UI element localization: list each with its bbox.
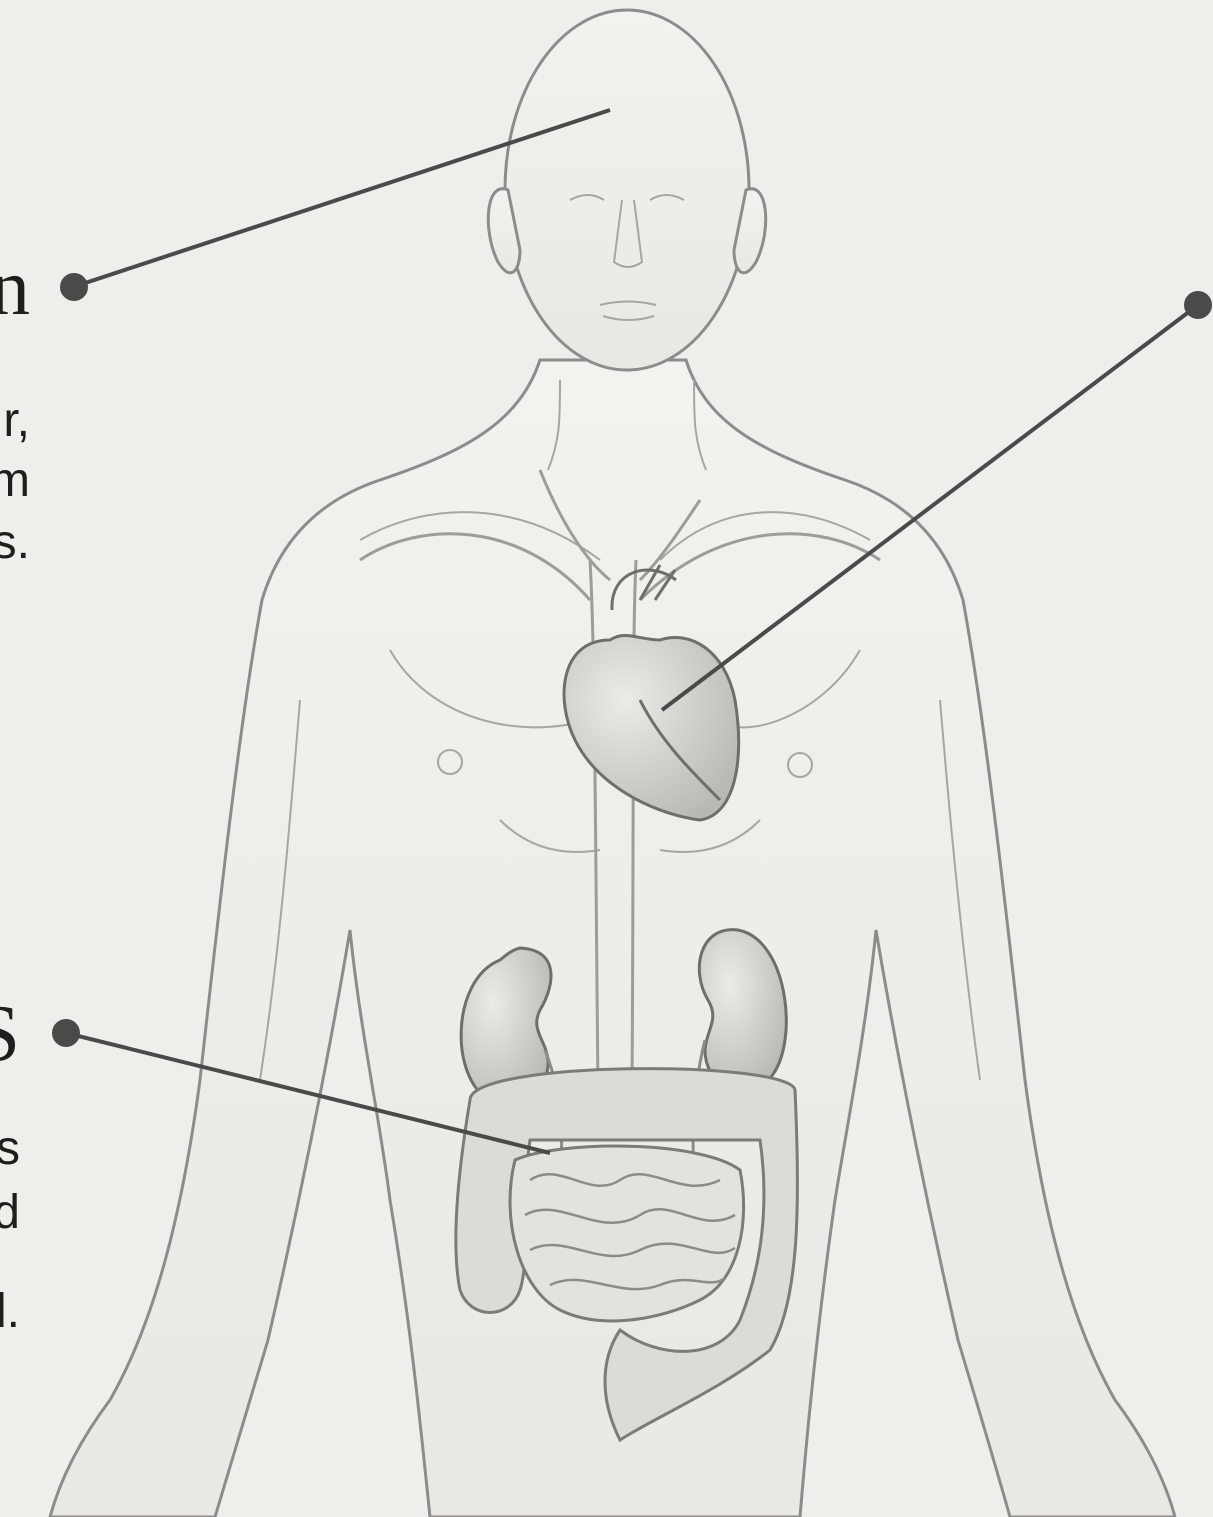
brain-body-line-2: m — [0, 452, 30, 510]
brain-heading-fragment: n — [0, 248, 30, 328]
kidneys-leader-dot — [54, 1021, 78, 1045]
small-intestine — [510, 1146, 744, 1321]
kidneys-body-line-2: d — [0, 1184, 20, 1242]
heart-leader-dot — [1186, 293, 1210, 317]
kidneys-body-line-3: l. — [0, 1283, 20, 1341]
brain-body-line-1: r, — [3, 392, 30, 450]
head — [505, 10, 749, 370]
brain-body-line-3: s. — [0, 514, 30, 572]
brain-leader-dot — [62, 275, 86, 299]
kidneys-body-line-1: s — [0, 1120, 20, 1178]
kidneys-heading-fragment: S — [0, 994, 20, 1074]
